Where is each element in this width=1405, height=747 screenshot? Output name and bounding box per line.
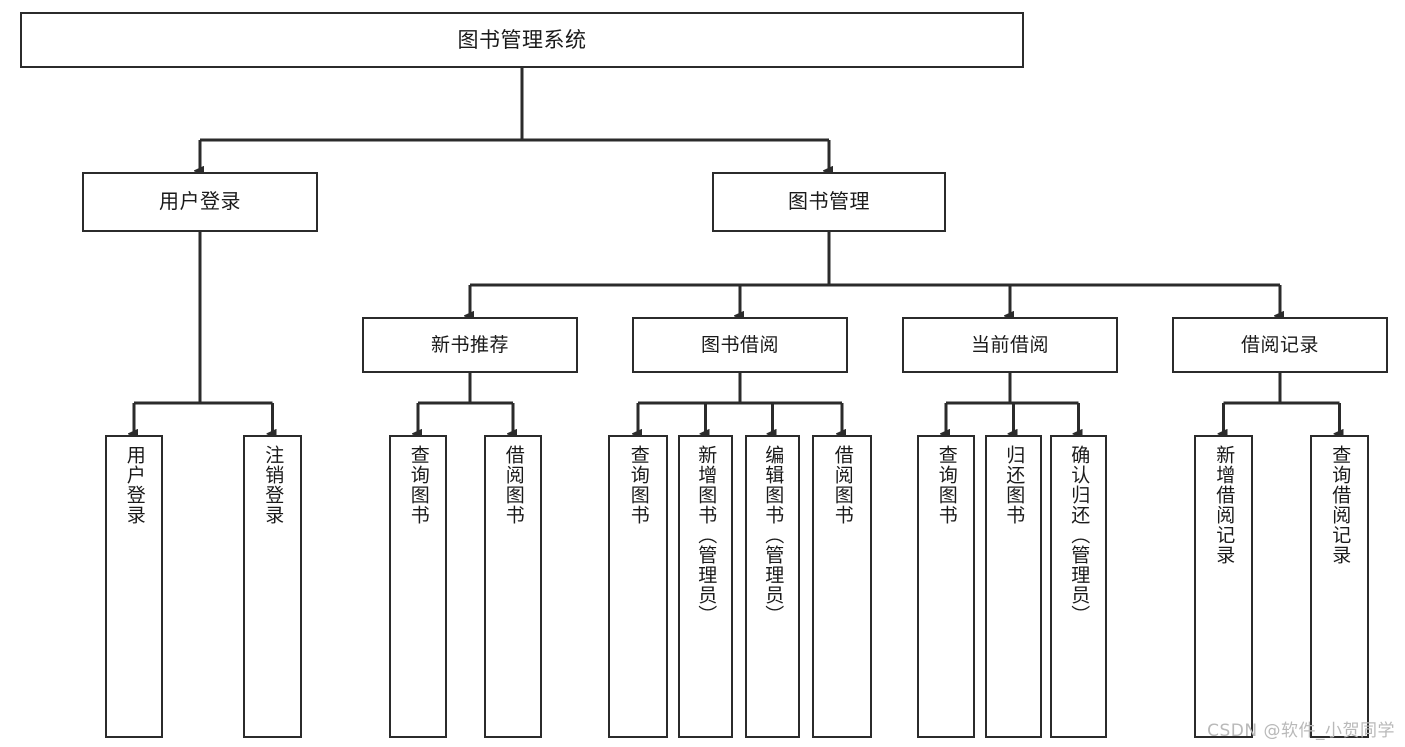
node-bookmgmt[interactable]: 图书管理 <box>712 172 946 232</box>
node-label: 图书借阅 <box>700 333 779 356</box>
node-label: 新增图书（管理员） <box>695 445 718 625</box>
node-label: 借阅图书 <box>831 445 854 525</box>
node-label: 新增借阅记录 <box>1213 445 1236 565</box>
node-current[interactable]: 当前借阅 <box>902 317 1118 373</box>
node-label: 新书推荐 <box>430 333 509 356</box>
node-borrow[interactable]: 图书借阅 <box>632 317 848 373</box>
node-l-logout[interactable]: 注销登录 <box>243 435 302 738</box>
node-label: 查询图书 <box>935 445 958 525</box>
node-label: 借阅图书 <box>502 445 525 525</box>
node-label: 图书管理系统 <box>457 27 587 52</box>
node-label: 查询借阅记录 <box>1329 445 1352 565</box>
watermark-text: CSDN @软件_小贺同学 <box>1207 721 1395 741</box>
node-label: 查询图书 <box>407 445 430 525</box>
node-label: 借阅记录 <box>1240 333 1319 356</box>
node-l-addrec[interactable]: 新增借阅记录 <box>1194 435 1253 738</box>
node-l-login[interactable]: 用户登录 <box>105 435 163 738</box>
node-l-addbook[interactable]: 新增图书（管理员） <box>678 435 733 738</box>
node-l-query2[interactable]: 查询图书 <box>608 435 668 738</box>
node-l-queryrec[interactable]: 查询借阅记录 <box>1310 435 1369 738</box>
node-records[interactable]: 借阅记录 <box>1172 317 1388 373</box>
node-login[interactable]: 用户登录 <box>82 172 318 232</box>
node-l-editbook[interactable]: 编辑图书（管理员） <box>745 435 800 738</box>
node-l-borrow2[interactable]: 借阅图书 <box>812 435 872 738</box>
node-l-return[interactable]: 归还图书 <box>985 435 1042 738</box>
node-label: 注销登录 <box>262 445 285 525</box>
node-l-query3[interactable]: 查询图书 <box>917 435 975 738</box>
node-label: 当前借阅 <box>970 333 1049 356</box>
node-newbook[interactable]: 新书推荐 <box>362 317 578 373</box>
node-l-borrow1[interactable]: 借阅图书 <box>484 435 542 738</box>
node-label: 归还图书 <box>1003 445 1026 525</box>
node-label: 查询图书 <box>627 445 650 525</box>
node-l-confirm[interactable]: 确认归还（管理员） <box>1050 435 1107 738</box>
node-label: 用户登录 <box>123 445 146 525</box>
node-label: 用户登录 <box>159 189 241 214</box>
node-l-query1[interactable]: 查询图书 <box>389 435 447 738</box>
node-label: 图书管理 <box>788 189 870 214</box>
node-label: 确认归还（管理员） <box>1068 445 1091 625</box>
node-root[interactable]: 图书管理系统 <box>20 12 1024 68</box>
node-label: 编辑图书（管理员） <box>762 445 785 625</box>
